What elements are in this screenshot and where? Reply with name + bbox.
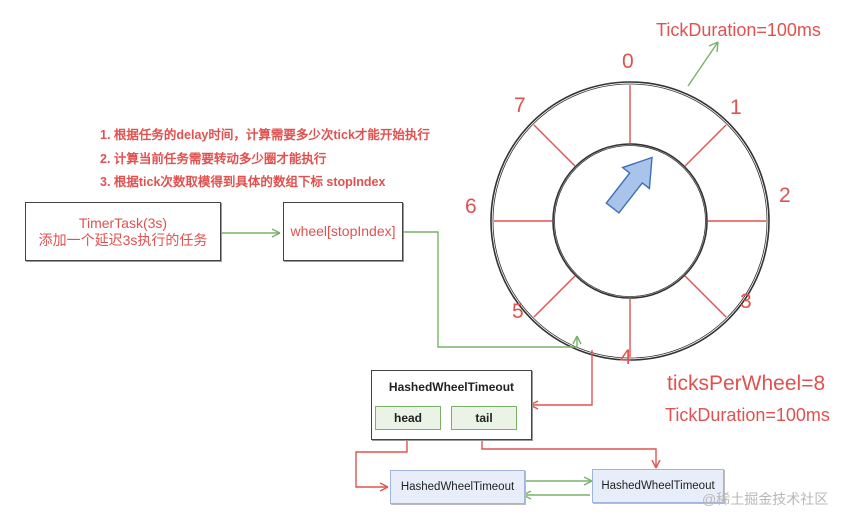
watermark: @稀土掘金技术社区 [702, 491, 829, 507]
step-1: 1. 根据任务的delay时间，计算需要多少次tick才能开始执行 [100, 128, 430, 142]
wheel-slot-label: wheel[stopIndex] [290, 223, 396, 239]
slot-number-3: 3 [740, 290, 752, 313]
timer-task-desc: 添加一个延迟3s执行的任务 [38, 231, 208, 248]
bucket-tail: tail [451, 406, 517, 430]
slot-number-7: 7 [514, 94, 526, 117]
wheel-spoke [684, 275, 727, 318]
wheel-spoke [684, 124, 727, 167]
timer-task-title: TimerTask(3s) [78, 214, 168, 231]
slot-number-0: 0 [622, 50, 634, 73]
wheel-spoke [533, 275, 576, 318]
tick-duration-label: TickDuration=100ms [665, 405, 830, 425]
slot-number-5: 5 [512, 300, 524, 323]
slot-number-1: 1 [730, 96, 742, 119]
wheel-outer-ring [490, 81, 770, 361]
wheel-spoke [533, 124, 576, 167]
ticks-per-wheel-label: ticksPerWheel=8 [667, 372, 826, 395]
bucket-title: HashedWheelTimeout [388, 380, 515, 394]
bucket-head: head [375, 406, 441, 430]
pointer-arrow [605, 156, 653, 214]
wheel-spokes [494, 85, 766, 357]
timeout-node-right: HashedWheelTimeout [592, 469, 724, 503]
step-2: 2. 计算当前任务需要转动多少圈才能执行 [100, 152, 327, 166]
slot-number-6: 6 [465, 195, 477, 218]
wheel-inner-ring [552, 143, 708, 299]
timeout-node-left: HashedWheelTimeout [390, 470, 525, 504]
step-3: 3. 根据tick次数取模得到具体的数组下标 stopIndex [100, 175, 386, 189]
slot-number-4: 4 [620, 346, 632, 369]
timer-task-box: TimerTask(3s) 添加一个延迟3s执行的任务 [25, 202, 221, 261]
tick-duration-top-label: TickDuration=100ms [656, 20, 821, 40]
slot-number-2: 2 [779, 184, 791, 207]
wheel-slot-box: wheel[stopIndex] [283, 202, 403, 261]
